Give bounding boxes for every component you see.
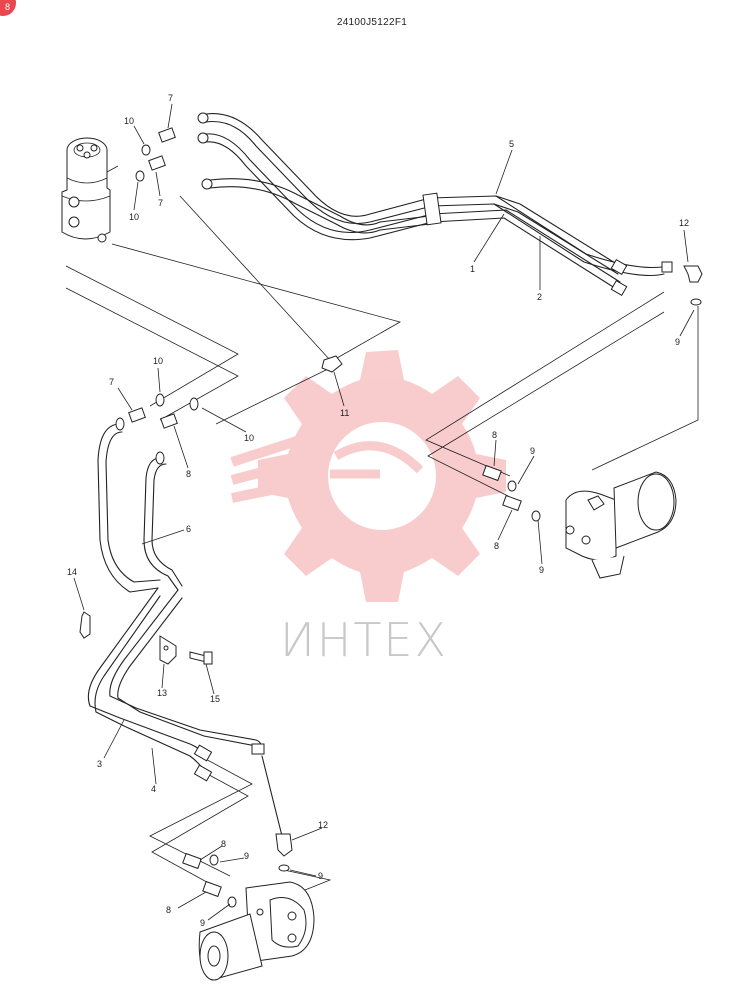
bolt-15	[189, 651, 213, 665]
callout-8-d: 8	[166, 905, 171, 915]
lower-hose-bundle	[87, 417, 293, 857]
callout-10-a: 10	[124, 116, 134, 126]
callout-10-b: 10	[129, 212, 139, 222]
callout-12-b: 12	[318, 820, 328, 830]
fittings-mid	[128, 393, 199, 429]
clip-14	[79, 611, 91, 639]
callout-7-c: 7	[109, 377, 114, 387]
right-cylinder	[565, 471, 677, 579]
upper-hose-bundle	[197, 112, 703, 297]
callout-14: 14	[67, 567, 77, 577]
callout-9-f: 9	[200, 918, 205, 928]
fittings-right	[482, 298, 702, 522]
callout-7-a: 7	[168, 93, 173, 103]
callout-6: 6	[186, 524, 191, 534]
callout-9-d: 9	[244, 851, 249, 861]
callout-9-c: 9	[539, 565, 544, 575]
callout-15: 15	[210, 694, 220, 704]
callout-1: 1	[470, 264, 475, 274]
callout-9-b: 9	[530, 446, 535, 456]
callout-8-a: 8	[492, 430, 497, 440]
fittings-top	[135, 127, 343, 373]
callout-labels: 7 10 10 7 5 1 2 12 9 11 10 7 10 8 6 8 9 …	[67, 93, 689, 928]
callout-10-d: 10	[244, 433, 254, 443]
callout-9-e: 9	[318, 871, 323, 881]
callout-2: 2	[537, 292, 542, 302]
callout-7-d: 8	[186, 469, 191, 479]
watermark-text: ИНТЕХ	[280, 613, 448, 667]
document-code: 24100J5122F1	[336, 17, 408, 28]
watermark-gear-icon	[230, 350, 506, 602]
callout-7-b: 7	[158, 198, 163, 208]
steering-unit	[61, 137, 119, 243]
callout-4: 4	[151, 784, 156, 794]
callout-11: 11	[340, 408, 349, 418]
callout-leaders	[73, 103, 695, 921]
callout-13: 13	[157, 688, 167, 698]
callout-8-c: 8	[221, 839, 226, 849]
lower-cylinder	[198, 881, 315, 981]
callout-8-b: 8	[494, 541, 499, 551]
corner-badge: 8	[0, 0, 16, 16]
callout-3: 3	[97, 759, 102, 769]
callout-9-a: 9	[675, 337, 680, 347]
bracket-13	[159, 635, 177, 665]
callout-10-c: 10	[153, 356, 163, 366]
callout-5: 5	[509, 139, 514, 149]
callout-12-a: 12	[679, 218, 689, 228]
fittings-lower	[182, 852, 290, 908]
assembly-guide-lines	[65, 195, 699, 901]
